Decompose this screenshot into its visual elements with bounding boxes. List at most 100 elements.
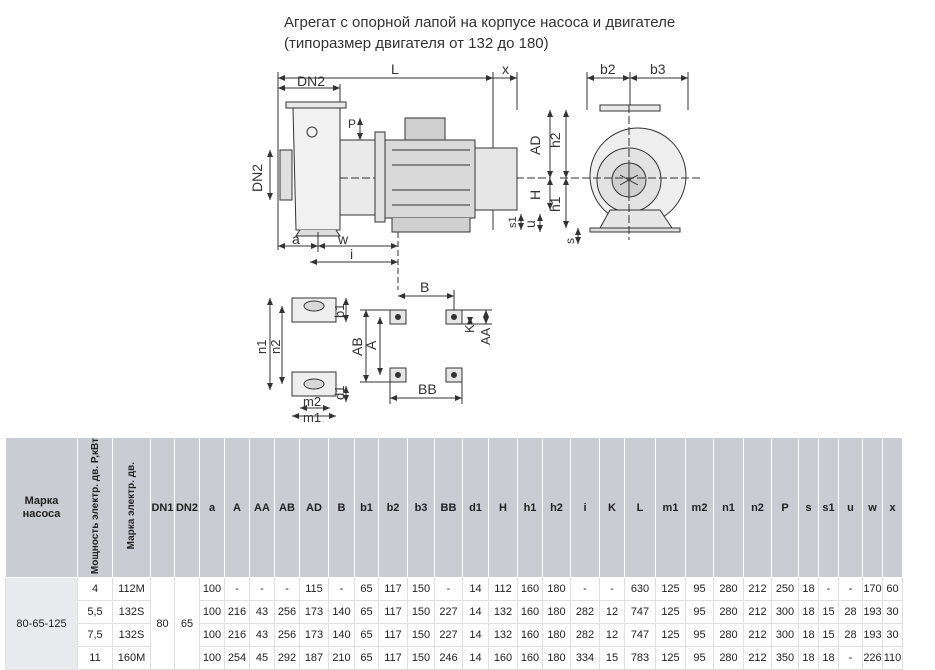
table-cell: 12 <box>599 600 625 625</box>
front-view <box>560 72 700 244</box>
header-col: i <box>570 436 600 579</box>
table-cell: 100 <box>199 600 225 625</box>
dim-s1: s1 <box>507 216 519 228</box>
header-col: L <box>624 436 656 579</box>
table-cell: 193 <box>862 600 883 625</box>
foot-plan-labels: B BB AB A K AA <box>349 279 493 397</box>
table-cell: 180 <box>542 577 571 602</box>
dim-h2: h2 <box>547 132 563 148</box>
table-cell: 173 <box>299 623 329 648</box>
table-cell: 180 <box>542 646 571 670</box>
table-cell: 100 <box>199 577 225 602</box>
table-cell: 60 <box>882 577 903 602</box>
table-cell: 212 <box>743 577 772 602</box>
side-view <box>267 72 553 290</box>
title-line-2: (типоразмер двигателя от 132 до 180) <box>284 35 549 52</box>
table-cell: 173 <box>299 600 329 625</box>
table-cell: 160 <box>517 577 543 602</box>
table-cell: 18 <box>798 646 819 670</box>
dim-P: P <box>348 117 356 131</box>
header-col: AD <box>299 436 329 579</box>
header-col: DN2 <box>174 436 200 579</box>
table-cell: 45 <box>249 646 275 670</box>
table-cell: 212 <box>743 646 772 670</box>
table-cell: 300 <box>771 600 799 625</box>
header-col: AA <box>249 436 275 579</box>
table-cell: - <box>328 577 355 602</box>
dim-BB: BB <box>418 381 437 397</box>
foot-detail <box>267 297 349 419</box>
dim-AB: AB <box>349 337 365 356</box>
header-col: A <box>224 436 250 579</box>
cell-motor: 112M <box>112 577 151 602</box>
table-cell: 100 <box>199 646 225 670</box>
table-cell: - <box>599 577 625 602</box>
dim-B: B <box>420 279 429 295</box>
table-cell: 160 <box>517 600 543 625</box>
cell-motor: 132S <box>112 600 151 625</box>
table-cell: 282 <box>570 600 600 625</box>
header-col: s1 <box>818 436 839 579</box>
dim-m1: m1 <box>303 410 321 425</box>
dim-K: K <box>462 324 477 333</box>
table-cell: - <box>274 577 300 602</box>
dim-A: A <box>363 340 379 350</box>
cell-power: 7,5 <box>77 623 113 648</box>
header-col: a <box>199 436 225 579</box>
table-cell: - <box>434 577 463 602</box>
dim-a: a <box>292 231 300 247</box>
dim-s: s <box>563 238 577 244</box>
header-power: Мощность электр. дв. P,кВт <box>77 436 113 579</box>
dim-L: L <box>391 61 399 77</box>
dim-DN2-top: DN2 <box>297 73 325 89</box>
table-cell: 256 <box>274 623 300 648</box>
table-cell: - <box>570 577 600 602</box>
table-cell: 226 <box>862 646 883 670</box>
table-cell: 18 <box>798 577 819 602</box>
table-cell: 150 <box>407 577 435 602</box>
table-cell: 783 <box>624 646 656 670</box>
table-cell: 187 <box>299 646 329 670</box>
table-cell: 350 <box>771 646 799 670</box>
table-cell: 65 <box>354 577 379 602</box>
table-cell: 140 <box>328 623 355 648</box>
table-cell: 212 <box>743 600 772 625</box>
dim-b2: b2 <box>600 61 616 77</box>
dim-AA: AA <box>478 327 493 345</box>
header-col: u <box>838 436 863 579</box>
header-col: h1 <box>517 436 543 579</box>
table-cell: 18 <box>818 646 839 670</box>
dim-DN2-side: DN2 <box>249 164 265 192</box>
table-cell: 747 <box>624 623 656 648</box>
table-cell: 132 <box>488 623 518 648</box>
cell-dn2: 65 <box>174 577 200 670</box>
table-cell: 212 <box>743 623 772 648</box>
table-cell: 180 <box>542 600 571 625</box>
table-cell: 292 <box>274 646 300 670</box>
foot-detail-labels: n1 n2 b1 d1 m2 m1 <box>254 304 347 425</box>
table-cell: 117 <box>378 646 408 670</box>
table-cell: 747 <box>624 600 656 625</box>
table-cell: 210 <box>328 646 355 670</box>
header-col: w <box>862 436 883 579</box>
table-cell: 117 <box>378 577 408 602</box>
table-cell: 334 <box>570 646 600 670</box>
header-col: P <box>771 436 799 579</box>
table-cell: 95 <box>685 577 714 602</box>
table-header-row: Марка насоса Мощность электр. дв. P,кВт … <box>5 436 903 579</box>
dim-d1: d1 <box>332 386 347 400</box>
table-cell: 12 <box>599 623 625 648</box>
cell-power: 5,5 <box>77 600 113 625</box>
header-col: s <box>798 436 819 579</box>
header-col: b2 <box>378 436 408 579</box>
table-cell: 65 <box>354 623 379 648</box>
table-cell: 65 <box>354 600 379 625</box>
technical-drawing: L x DN2 P AD H s1 u DN2 a w i b2 b3 h2 <box>249 61 700 425</box>
table-cell: 300 <box>771 623 799 648</box>
header-col: b3 <box>407 436 435 579</box>
table-cell: 132 <box>488 600 518 625</box>
table-cell: 112 <box>488 577 518 602</box>
